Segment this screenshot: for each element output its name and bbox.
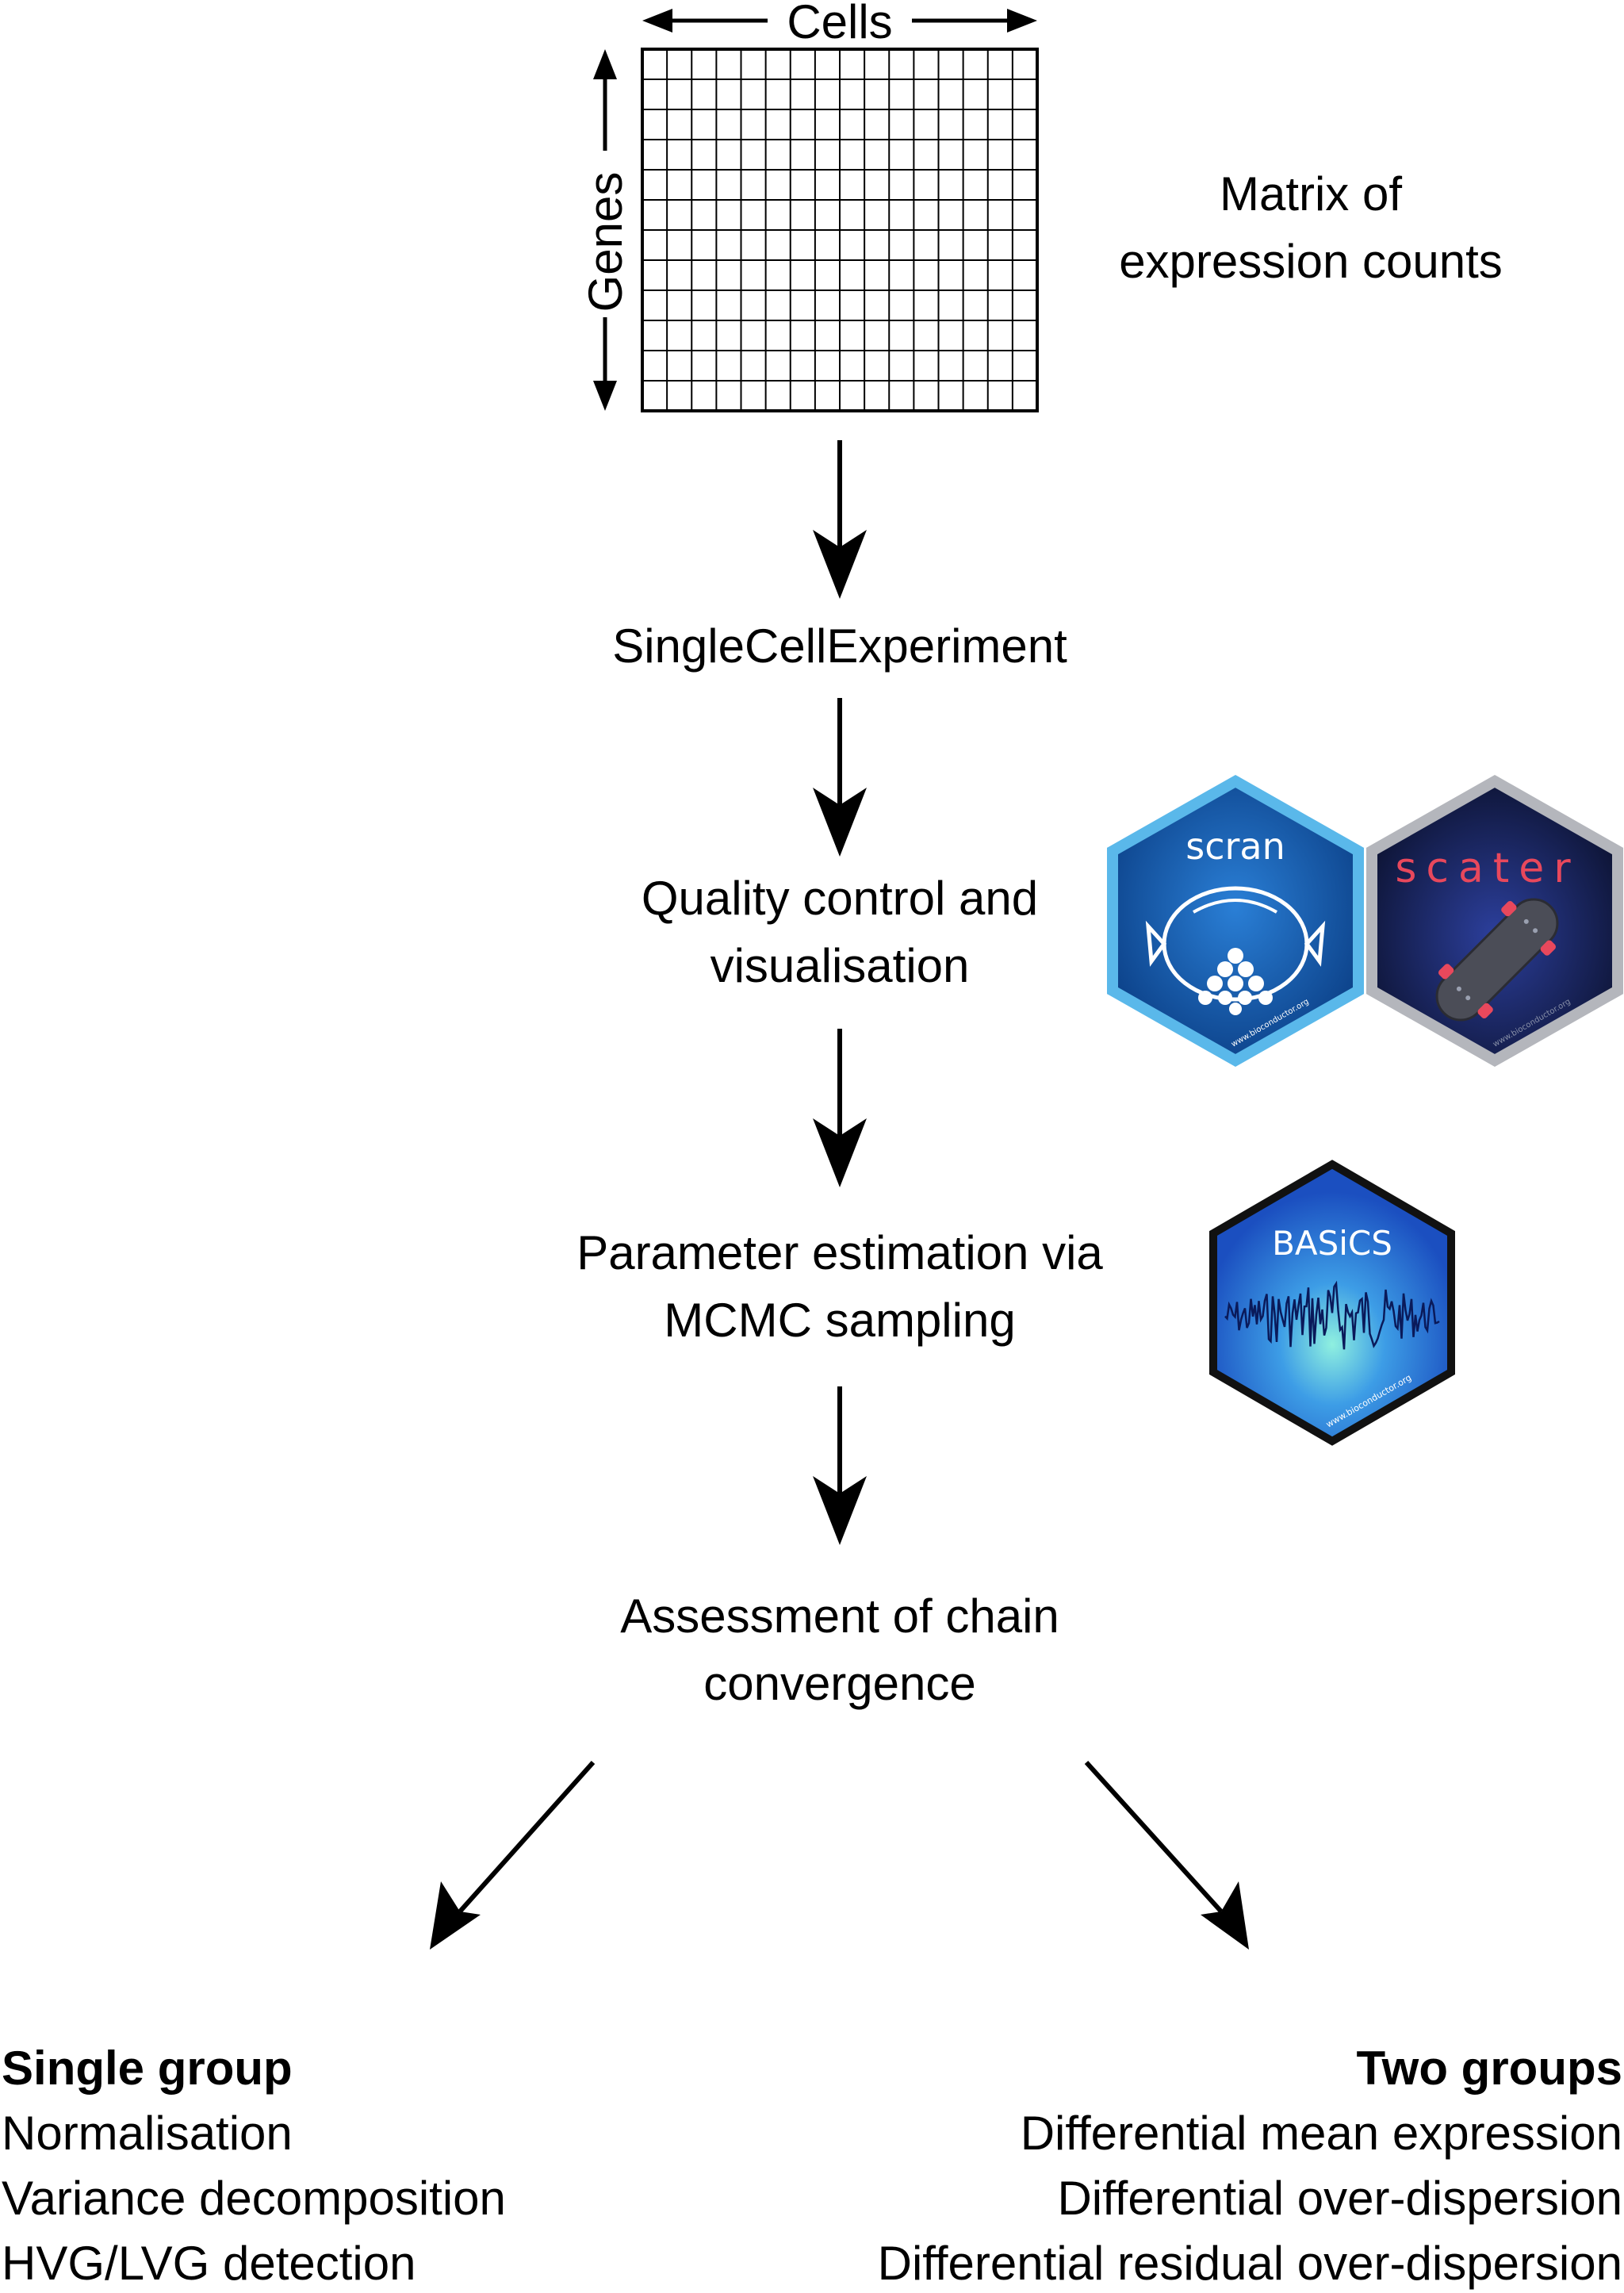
two-groups-item: Differential residual over-dispersion <box>878 2237 1622 2290</box>
two-groups-item: Differential mean expression <box>1021 2107 1622 2160</box>
arrow-param-to-assess <box>813 1386 867 1545</box>
matrix-caption-line2: expression counts <box>1119 235 1503 288</box>
two-groups-item: Differential over-dispersion <box>1057 2172 1622 2225</box>
genes-axis-arrow <box>593 49 617 411</box>
arrow-to-two-groups <box>1084 1760 1249 1950</box>
step-param-line2: MCMC sampling <box>664 1294 1015 1347</box>
scater-logo: scater www.bioconductor.org <box>1366 774 1623 1068</box>
scater-logo-name: scater <box>1395 845 1580 892</box>
scran-logo: scran www.bioconductor.org <box>1107 774 1364 1068</box>
genes-label: Genes <box>579 172 632 313</box>
basics-wave-icon <box>1224 1280 1440 1350</box>
scran-dots-icon <box>1198 948 1273 1015</box>
single-group-item: HVG/LVG detection <box>2 2237 416 2290</box>
expression-matrix-grid <box>641 48 1039 412</box>
step-qc-line1: Quality control and <box>642 872 1038 925</box>
cells-label: Cells <box>787 0 892 48</box>
arrow-sce-to-qc <box>813 698 867 857</box>
basics-logo: BASiCS www.bioconductor.org <box>1209 1160 1455 1446</box>
two-groups-title: Two groups <box>1356 2042 1622 2095</box>
scran-candy-icon <box>1145 886 1326 1002</box>
matrix-caption-line1: Matrix of <box>1220 167 1402 220</box>
step-param-line1: Parameter estimation via <box>576 1226 1103 1279</box>
single-group-title: Single group <box>2 2042 293 2095</box>
step-qc-line2: visualisation <box>710 939 970 992</box>
step-assess-line1: Assessment of chain <box>620 1589 1059 1643</box>
basics-logo-name: BASiCS <box>1272 1224 1392 1263</box>
step-single-cell-experiment: SingleCellExperiment <box>612 619 1067 673</box>
cells-axis-arrow <box>642 9 1037 33</box>
step-assess-line2: convergence <box>703 1657 976 1710</box>
single-group-item: Variance decomposition <box>2 2172 506 2225</box>
single-group-item: Normalisation <box>2 2107 293 2160</box>
arrow-to-single-group <box>430 1761 596 1950</box>
arrow-matrix-to-sce <box>813 440 867 599</box>
skateboard-icon <box>1435 898 1559 1022</box>
scran-logo-name: scran <box>1185 825 1285 868</box>
arrow-qc-to-param <box>813 1029 867 1187</box>
